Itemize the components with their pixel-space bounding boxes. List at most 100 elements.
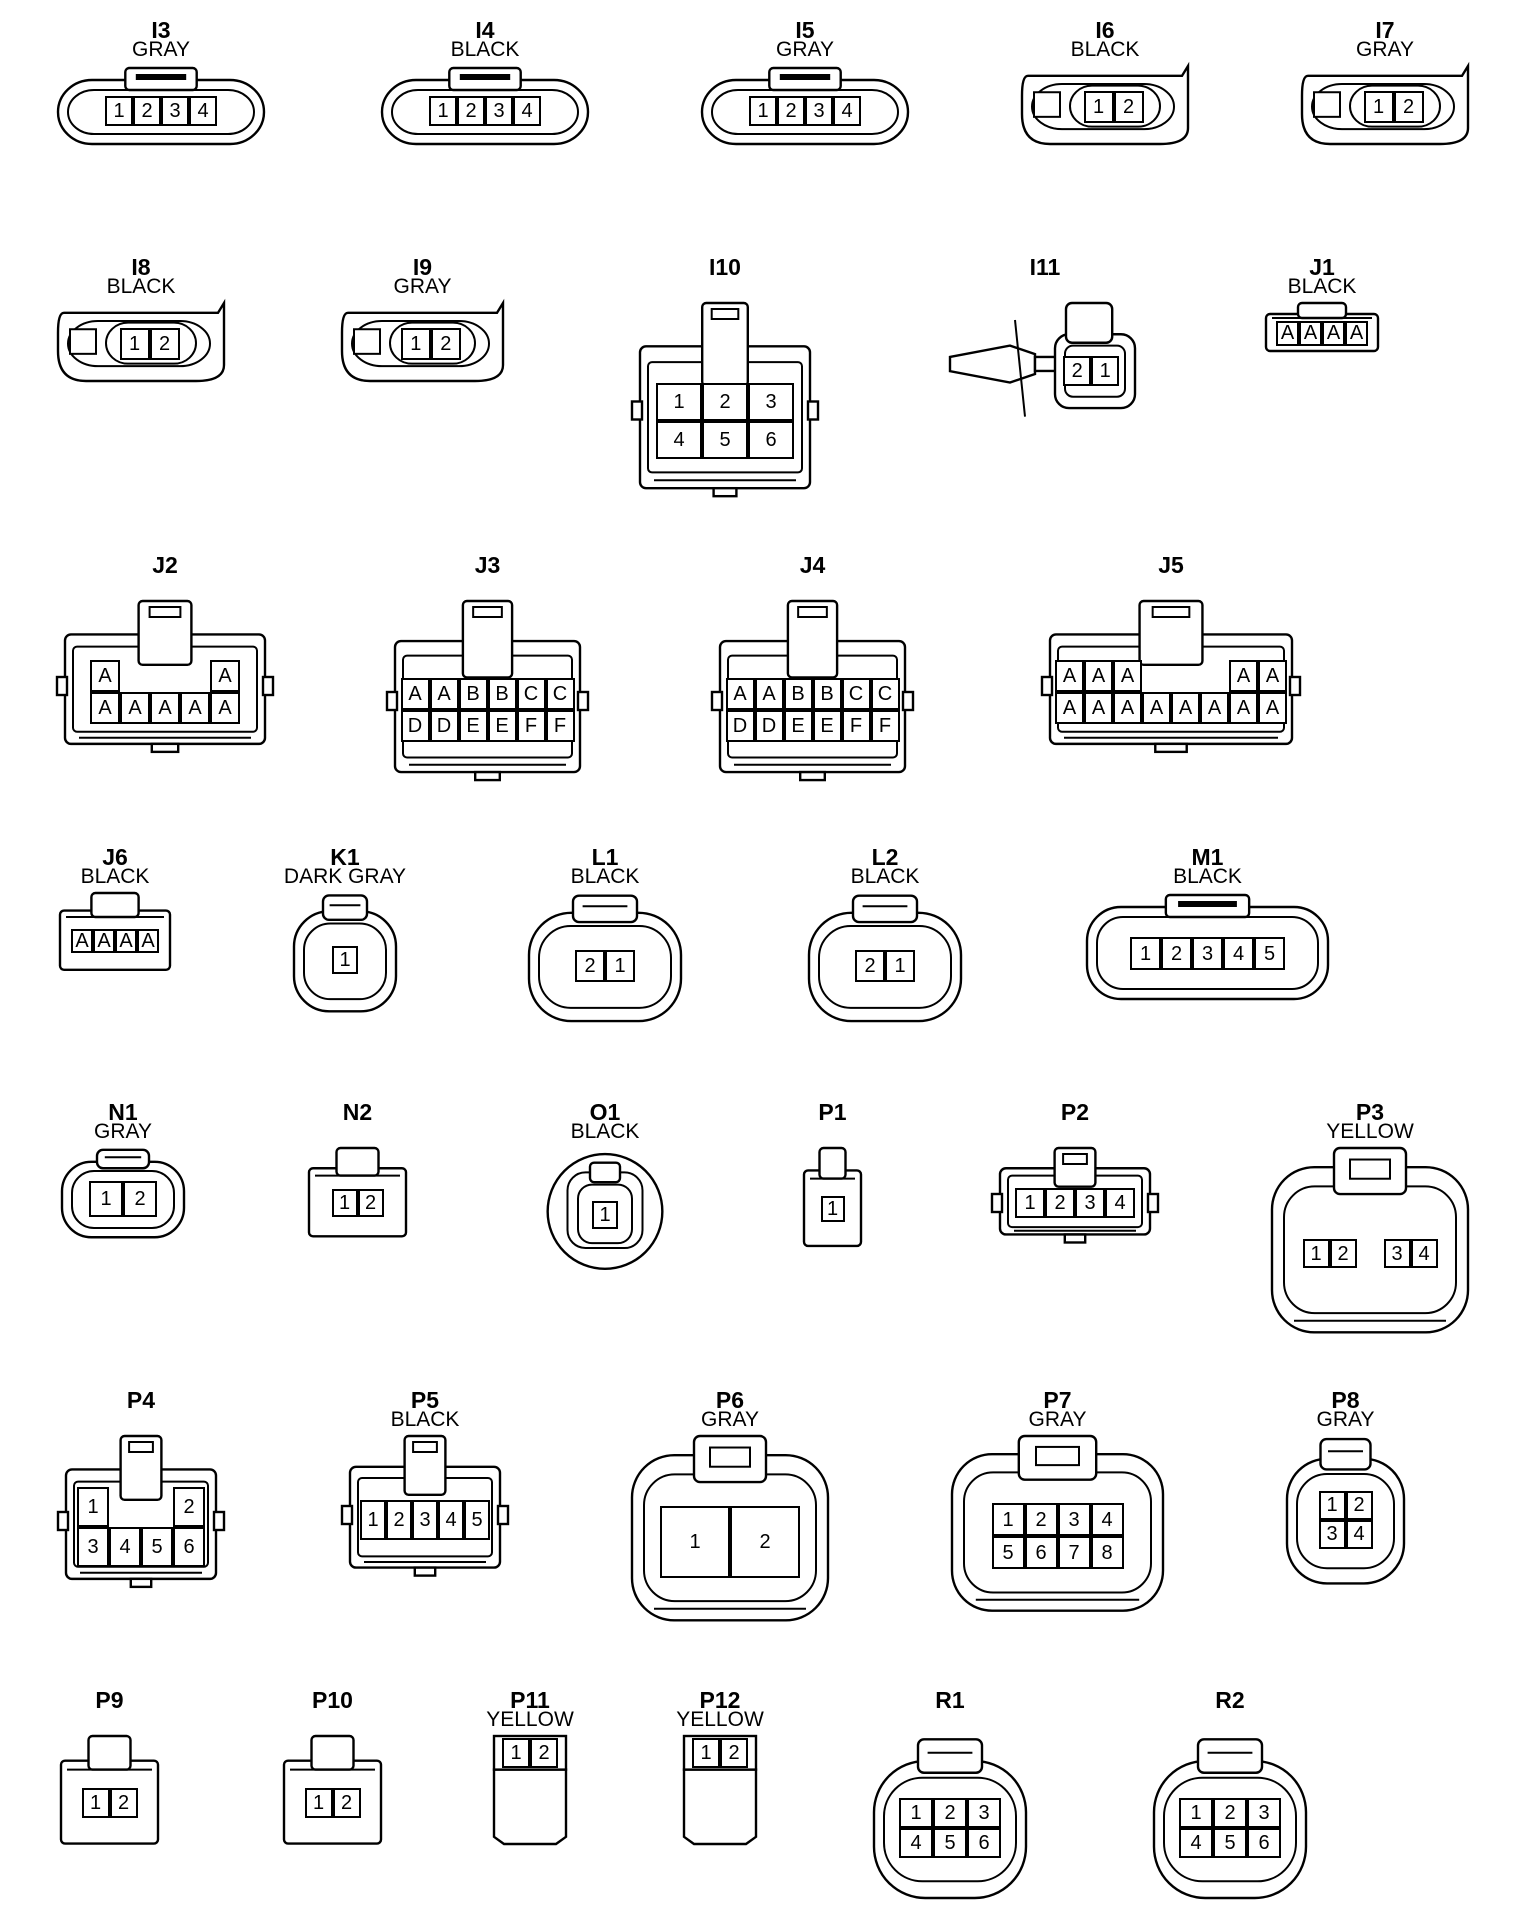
pin-cavity: 4: [1410, 1239, 1438, 1269]
pin-cavity: 2: [173, 1487, 205, 1528]
pin-cavity: A: [150, 692, 180, 725]
pin-cavity: 2: [332, 1788, 361, 1819]
connector-color-label: GRAY: [776, 38, 834, 61]
pin-gap: [1142, 660, 1171, 692]
connector-id-label: N1: [108, 1099, 138, 1125]
pin-cavity: 2: [1213, 1797, 1247, 1828]
pin-cavity: 2: [1161, 937, 1192, 970]
pin-cavity: A: [1229, 692, 1258, 725]
pin-cavity: 6: [1024, 1536, 1058, 1570]
pin-cavity: 1: [1363, 91, 1394, 123]
connector-id-label: R1: [935, 1687, 965, 1713]
pin-gap: [141, 1487, 173, 1527]
pin-cavity: 1: [820, 1196, 845, 1223]
connector-id-label: I5: [795, 17, 815, 43]
pin-cavity: D: [429, 710, 459, 743]
connector-color-label: GRAY: [1028, 1408, 1087, 1431]
pin-cavity: 1: [1130, 937, 1161, 970]
connector-id-label: J1: [1309, 254, 1335, 280]
pin-cavity: A: [754, 678, 784, 711]
pin-cavity: 3: [1247, 1797, 1281, 1828]
pin-cavity: 4: [1179, 1827, 1213, 1858]
connector-color-label: BLACK: [570, 865, 640, 888]
pin-cavity: 2: [1345, 1490, 1373, 1520]
connector-id-label: P7: [1043, 1387, 1072, 1413]
pin-cavity: 1: [331, 1189, 358, 1218]
connector-color-label: BLACK: [450, 38, 520, 61]
pin-cavity: A: [120, 692, 150, 725]
pin-cavity: C: [841, 678, 871, 711]
connector-id-label: P10: [312, 1687, 353, 1713]
pin-cavity: 5: [1254, 937, 1285, 970]
pin-cavity: 2: [855, 949, 885, 982]
pin-cavity: 1: [360, 1500, 386, 1540]
pin-cavity: 2: [1393, 91, 1424, 123]
connector-id-label: P2: [1060, 1099, 1090, 1125]
pin-cavity: A: [1299, 320, 1322, 346]
connector-color-label: BLACK: [80, 865, 150, 888]
pin-cavity: D: [754, 710, 784, 743]
connector-id-label: P11: [510, 1687, 550, 1713]
connector-id-label: I6: [1095, 17, 1115, 43]
pin-cavity: 2: [386, 1500, 412, 1540]
pin-gap: [109, 1487, 141, 1527]
pin-cavity: E: [812, 710, 842, 743]
connector-color-label: BLACK: [1287, 275, 1357, 298]
pin-cavity: 4: [899, 1827, 933, 1858]
pin-cavity: A: [725, 678, 755, 711]
pin-cavity: 2: [730, 1505, 800, 1578]
pin-cavity: 2: [575, 949, 605, 982]
pin-cavity: F: [545, 710, 575, 743]
pin-cavity: 1: [105, 96, 133, 127]
pin-cavity: 4: [438, 1500, 464, 1540]
pin-cavity: 2: [357, 1189, 384, 1218]
connector-id-label: P4: [126, 1387, 156, 1413]
pin-cavity: A: [210, 660, 240, 693]
pin-cavity: 1: [692, 1737, 720, 1768]
pin-cavity: E: [783, 710, 813, 743]
pin-cavity: 1: [1091, 356, 1120, 387]
connector-housing: [1270, 1146, 1470, 1334]
pin-cavity: 3: [1383, 1239, 1411, 1269]
pin-grid: 1: [592, 1201, 618, 1230]
pin-cavity: A: [1171, 692, 1200, 725]
pin-cavity: 5: [702, 421, 748, 460]
connector-color-label: YELLOW: [1326, 1120, 1414, 1143]
pin-cavity: B: [487, 678, 517, 711]
pin-cavity: 3: [805, 96, 833, 127]
pin-grid: 1: [820, 1196, 845, 1223]
pin-cavity: 4: [656, 421, 702, 460]
connector-color-label: BLACK: [850, 865, 920, 888]
pin-cavity: 2: [720, 1737, 748, 1768]
pin-cavity: 2: [777, 96, 805, 127]
